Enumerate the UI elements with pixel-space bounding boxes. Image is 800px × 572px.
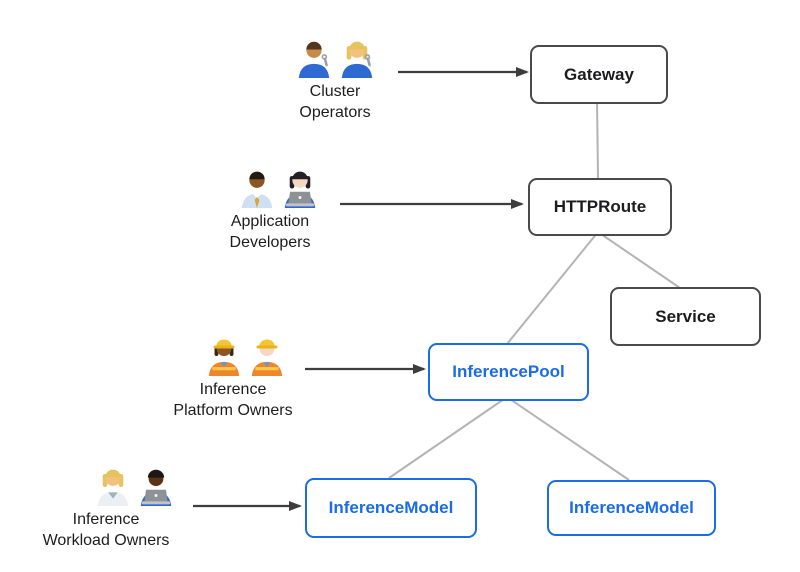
- man-technologist-icon: [140, 469, 171, 506]
- application-developers-emoji-pair: [193, 166, 363, 208]
- node-inference-model-left-label: InferenceModel: [328, 498, 454, 517]
- node-service: Service: [610, 287, 761, 346]
- woman-technologist-icon: [284, 171, 315, 208]
- woman-construction-worker-icon: [208, 339, 239, 376]
- node-service-label: Service: [655, 306, 716, 326]
- man-office-worker-icon: [241, 171, 272, 208]
- health-worker-icon: [97, 469, 128, 506]
- resource-edges: [388, 99, 681, 481]
- persona-cluster-operators: Cluster Operators: [250, 36, 420, 123]
- persona-cluster-operators-label: Cluster Operators: [299, 83, 371, 121]
- node-inference-model-right: InferenceModel: [547, 480, 716, 536]
- node-inference-model-left: InferenceModel: [305, 478, 477, 538]
- node-gateway-label: Gateway: [564, 64, 634, 84]
- persona-application-developers-label: Application Developers: [229, 213, 311, 251]
- persona-inference-platform-owners-label: Inference Platform Owners: [173, 381, 293, 419]
- node-httproute-label: HTTPRoute: [553, 197, 647, 216]
- persona-arrows: [193, 67, 529, 511]
- woman-mechanic-icon: [341, 41, 372, 78]
- node-inference-model-right-label: InferenceModel: [569, 498, 694, 517]
- node-httproute: HTTPRoute: [528, 178, 672, 236]
- man-mechanic-icon: [298, 41, 329, 78]
- inference-platform-owners-emoji-pair: [160, 334, 330, 376]
- man-construction-worker-icon: [251, 339, 282, 376]
- node-inference-pool: InferencePool: [428, 343, 589, 401]
- persona-inference-workload-owners: Inference Workload Owners: [20, 464, 192, 551]
- persona-inference-platform-owners: Inference Platform Owners: [148, 334, 318, 421]
- persona-application-developers: Application Developers: [185, 166, 355, 253]
- persona-inference-workload-owners-label: Inference Workload Owners: [42, 511, 170, 549]
- cluster-operators-emoji-pair: [250, 36, 420, 78]
- node-inference-pool-label: InferencePool: [452, 362, 565, 381]
- inference-workload-owners-emoji-pair: [48, 464, 220, 506]
- node-gateway: Gateway: [530, 45, 668, 104]
